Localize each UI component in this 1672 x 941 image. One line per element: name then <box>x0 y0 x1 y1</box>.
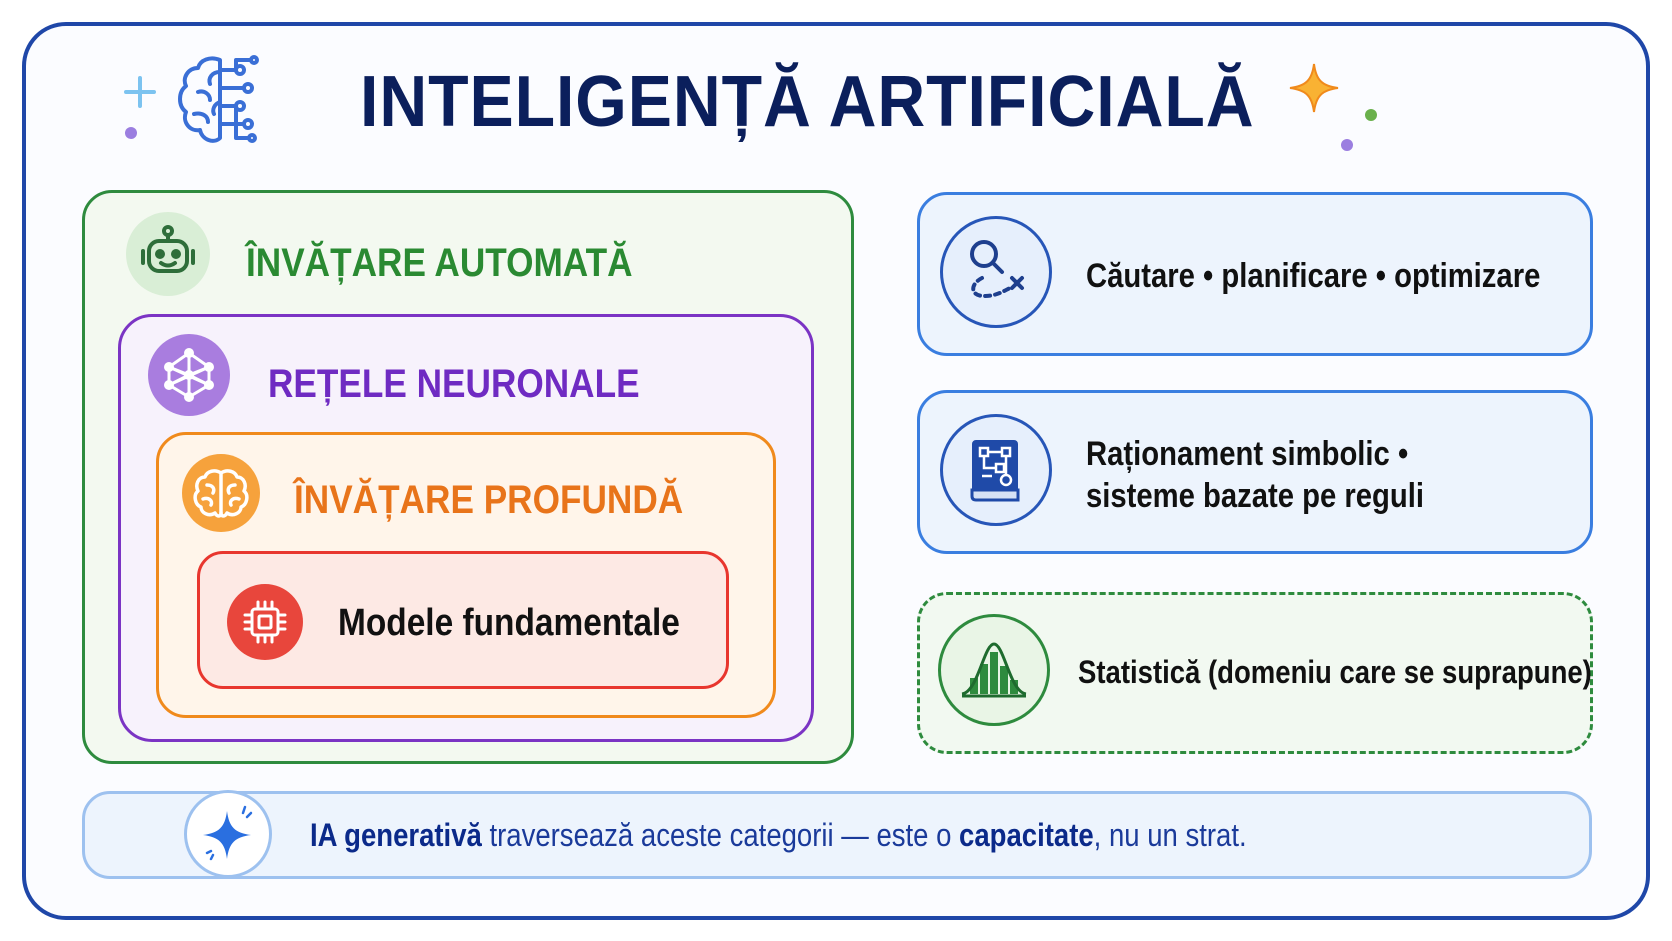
generative-ai-term: IA generativă <box>310 817 482 853</box>
generative-ai-mid: traversează aceste categorii — este o <box>481 817 960 853</box>
search-planning-text: Căutare • planificare • optimizare <box>1086 257 1541 295</box>
chip-icon <box>227 584 303 660</box>
symbolic-reasoning-line1: Raționament simbolic • <box>1086 435 1409 473</box>
statistics-text: Statistică (domeniu care se suprapune) <box>1078 654 1592 690</box>
robot-icon <box>126 212 210 296</box>
generative-ai-text: IA generativă traversează aceste categor… <box>310 819 1247 851</box>
generative-ai-end: , nu un strat. <box>1093 817 1247 853</box>
dot-icon <box>1365 109 1377 121</box>
machine-learning-label: ÎNVĂȚARE AUTOMATĂ <box>246 241 633 285</box>
page-title: INTELIGENȚĂ ARTIFICIALĂ <box>360 62 1255 142</box>
dot-icon <box>125 127 137 139</box>
capability-term: capacitate <box>959 817 1094 853</box>
dot-icon <box>1341 139 1353 151</box>
bell-curve-icon <box>938 614 1050 726</box>
brain-icon <box>182 454 260 532</box>
foundation-models-label: Modele fundamentale <box>338 602 680 644</box>
network-icon <box>148 334 230 416</box>
search-path-icon <box>940 216 1052 328</box>
plus-sparkle-icon <box>124 76 156 108</box>
rulebook-icon <box>940 414 1052 526</box>
symbolic-reasoning-line2: sisteme bazate pe reguli <box>1086 477 1425 515</box>
brain-circuit-icon <box>178 55 259 143</box>
star-sparkle-icon <box>1289 63 1339 113</box>
neural-networks-label: REȚELE NEURONALE <box>268 362 640 406</box>
deep-learning-label: ÎNVĂȚARE PROFUNDĂ <box>294 478 684 522</box>
generative-ai-banner <box>82 791 1592 879</box>
sparkle-icon <box>184 790 272 878</box>
